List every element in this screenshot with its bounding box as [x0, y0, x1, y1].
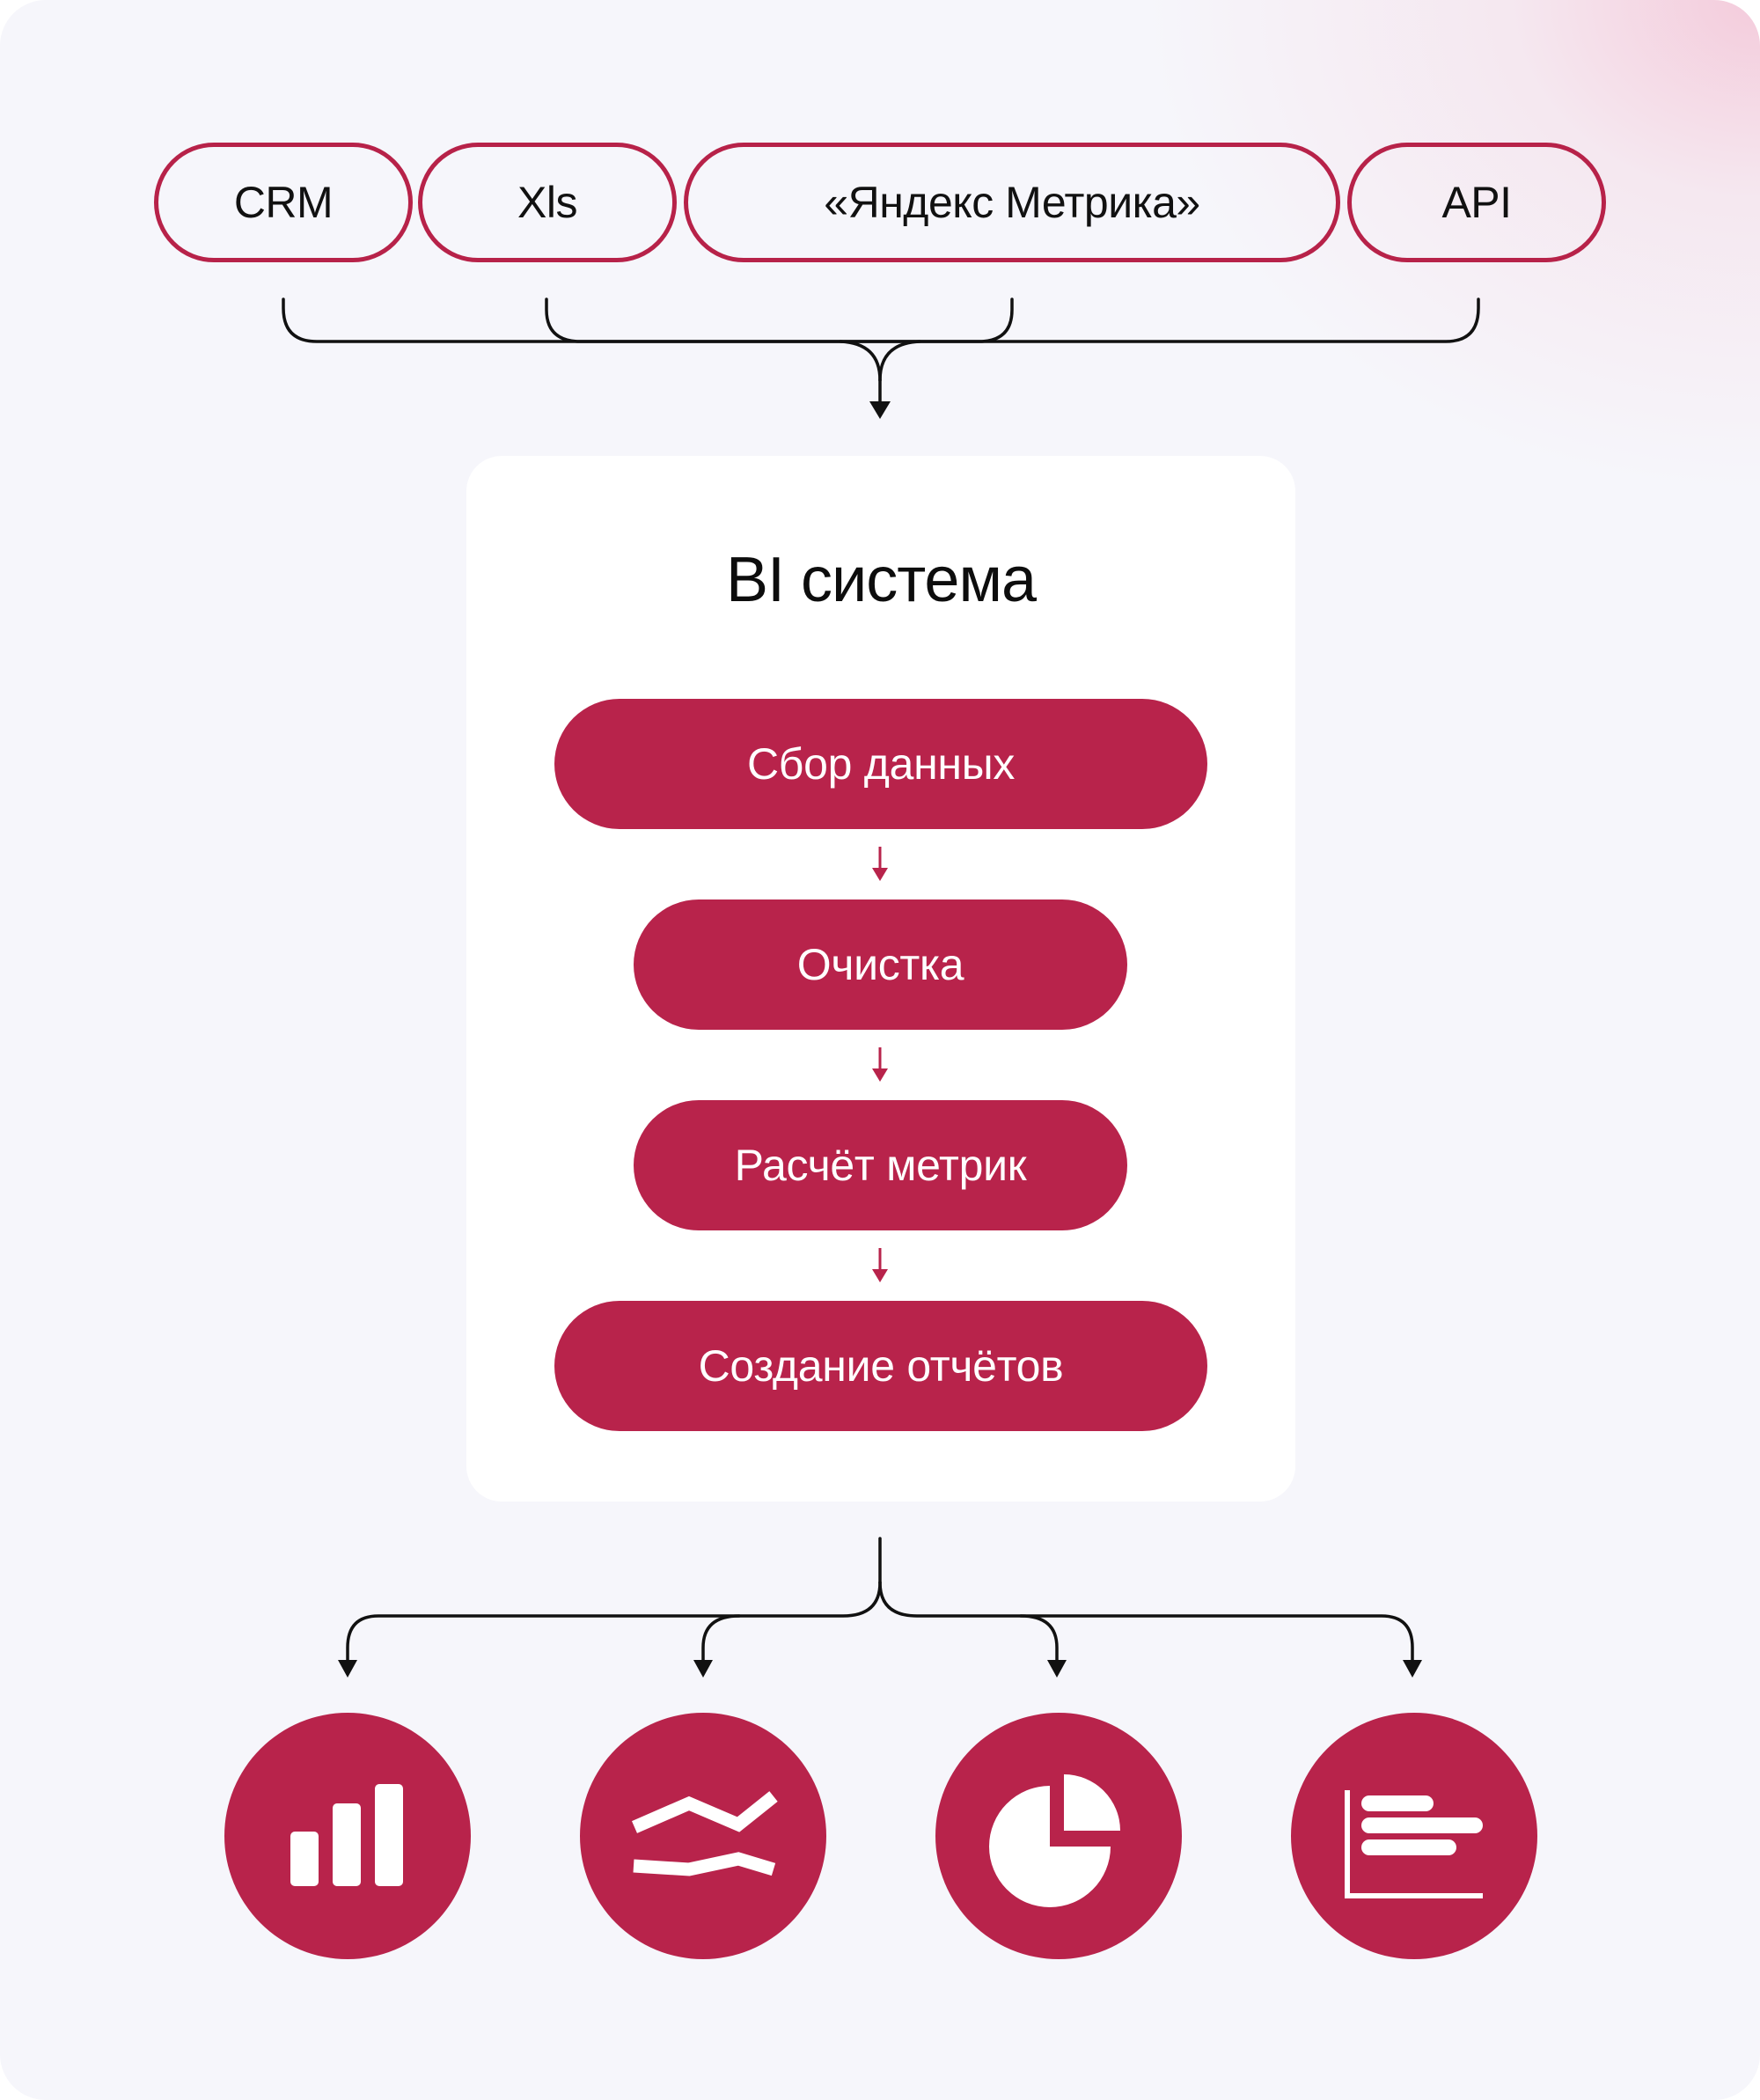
source-crm: CRM: [154, 143, 413, 262]
bi-system-title: BI система: [725, 545, 1037, 615]
source-yandex-metrika: «Яндекс Метрика»: [684, 143, 1340, 262]
stage-data-collection: Сбор данных: [554, 699, 1207, 829]
arrow-output-4-icon: [1403, 1660, 1422, 1678]
output-horizontal-bar-chart: [1291, 1713, 1537, 1959]
source-label: «Яндекс Метрика»: [824, 178, 1200, 227]
output-bar-chart: [224, 1713, 471, 1959]
arrow-output-3-icon: [1047, 1660, 1067, 1678]
stage-cleaning: Очистка: [634, 899, 1127, 1030]
arrow-into-bi-icon: [869, 401, 891, 419]
stage-report-creation: Создание отчётов: [554, 1301, 1207, 1431]
output-line-chart: [580, 1713, 826, 1959]
line-chart-icon: [632, 1791, 778, 1876]
arrow-output-2-icon: [693, 1660, 713, 1678]
arrow-output-1-icon: [338, 1660, 357, 1678]
pie-chart-icon: [989, 1774, 1120, 1907]
source-label: API: [1441, 178, 1512, 227]
stage-metrics-calculation: Расчёт метрик: [634, 1100, 1127, 1230]
sources-merge-connector: [282, 297, 1480, 405]
stage-label: Очистка: [796, 940, 964, 989]
bi-system-card: BI система Сбор данных Очистка Расчёт ме…: [466, 456, 1295, 1502]
stage-label: Сбор данных: [746, 739, 1016, 789]
output-pie-chart: [935, 1713, 1182, 1959]
source-api: API: [1347, 143, 1606, 262]
outputs-split-connector: [346, 1537, 1414, 1663]
source-label: Xls: [517, 178, 577, 227]
stage-label: Расчёт метрик: [734, 1141, 1027, 1190]
stage-label: Создание отчётов: [698, 1341, 1064, 1391]
source-label: CRM: [233, 178, 334, 227]
horizontal-bar-chart-icon: [1345, 1790, 1483, 1898]
source-xls: Xls: [418, 143, 677, 262]
bar-chart-icon: [290, 1784, 403, 1886]
